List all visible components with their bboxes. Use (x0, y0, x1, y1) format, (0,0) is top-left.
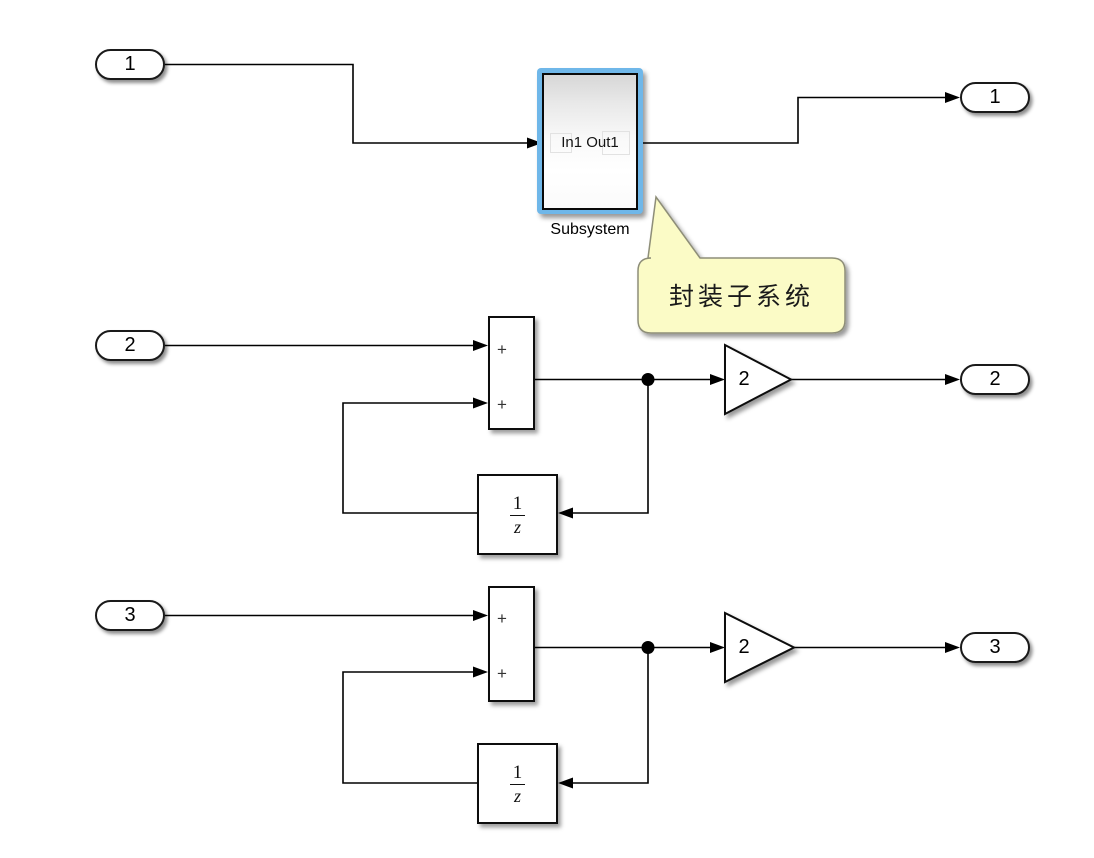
wire-arrowhead (945, 374, 960, 385)
outport-2-label: 2 (989, 368, 1001, 390)
unit-delay-numerator: 1 (512, 761, 523, 783)
wire-gain-to-outport2[interactable] (791, 374, 960, 385)
outport-1[interactable]: 1 (960, 82, 1030, 113)
callout-annotation-text[interactable]: 封装子系统 (668, 283, 814, 311)
wire-arrowhead (945, 92, 960, 103)
subsystem-block[interactable] (537, 68, 643, 214)
wire-delay-feedback-row2[interactable] (342, 397, 488, 514)
wire-gain-to-outport3[interactable] (794, 642, 960, 653)
inport-2[interactable]: 2 (95, 330, 165, 361)
unit-delay-block-row3[interactable]: 1 z (477, 743, 558, 824)
subsystem-preview-ghost (602, 131, 630, 155)
wire-branch-to-delay-row2[interactable] (558, 379, 649, 519)
sum-plus-sign: + (497, 609, 507, 628)
wire-arrowhead (558, 507, 573, 519)
outport-2[interactable]: 2 (960, 364, 1030, 395)
wire-inport3-to-sum[interactable] (165, 610, 488, 621)
subsystem-preview-label: In1 Out1 (561, 134, 619, 151)
subsystem-name-label[interactable]: Subsystem (550, 221, 630, 238)
wire-arrowhead (473, 666, 488, 678)
wire-arrowhead (473, 397, 488, 409)
wire-sum-to-gain-row2[interactable] (534, 373, 725, 386)
outport-3-label: 3 (989, 636, 1001, 658)
wire-subsystem-to-outport1[interactable] (637, 92, 960, 144)
wire-delay-feedback-row3[interactable] (342, 666, 488, 784)
gain-block-row2[interactable] (724, 343, 794, 416)
wire-arrowhead (945, 642, 960, 653)
unit-delay-numerator: 1 (512, 492, 523, 514)
gain-value-row2: 2 (738, 368, 750, 390)
callout-bubble[interactable] (637, 195, 846, 334)
inport-3[interactable]: 3 (95, 600, 165, 631)
wire-arrowhead (710, 374, 725, 385)
wire-arrowhead (473, 340, 488, 351)
inport-2-label: 2 (124, 334, 136, 356)
wire-sum-to-gain-row3[interactable] (534, 641, 725, 654)
sum-block-row3[interactable]: + + (488, 586, 535, 702)
inport-3-label: 3 (124, 604, 136, 626)
inport-1-label: 1 (124, 53, 136, 75)
sum-plus-sign: + (497, 340, 507, 359)
wire-branch-to-delay-row3[interactable] (558, 647, 649, 789)
sum-plus-sign: + (497, 664, 507, 683)
fraction-bar (510, 783, 525, 785)
unit-delay-denominator: z (513, 516, 521, 537)
wire-inport1-to-subsystem[interactable] (165, 63, 542, 149)
wire-arrowhead (527, 137, 542, 149)
wire-arrowhead (473, 610, 488, 621)
outport-1-label: 1 (989, 86, 1001, 108)
gain-value-row3: 2 (738, 636, 750, 658)
wire-arrowhead (558, 777, 573, 789)
wire-arrowhead (710, 642, 725, 653)
outport-3[interactable]: 3 (960, 632, 1030, 663)
unit-delay-block-row2[interactable]: 1 z (477, 474, 558, 555)
unit-delay-denominator: z (513, 785, 521, 806)
subsystem-block-face (542, 73, 638, 210)
fraction-bar (510, 514, 525, 516)
sum-block-row2[interactable]: + + (488, 316, 535, 430)
inport-1[interactable]: 1 (95, 49, 165, 80)
gain-block-row3[interactable] (724, 611, 797, 684)
sum-plus-sign: + (497, 395, 507, 414)
subsystem-preview-ghost (550, 133, 572, 153)
wire-inport2-to-sum[interactable] (165, 340, 488, 351)
